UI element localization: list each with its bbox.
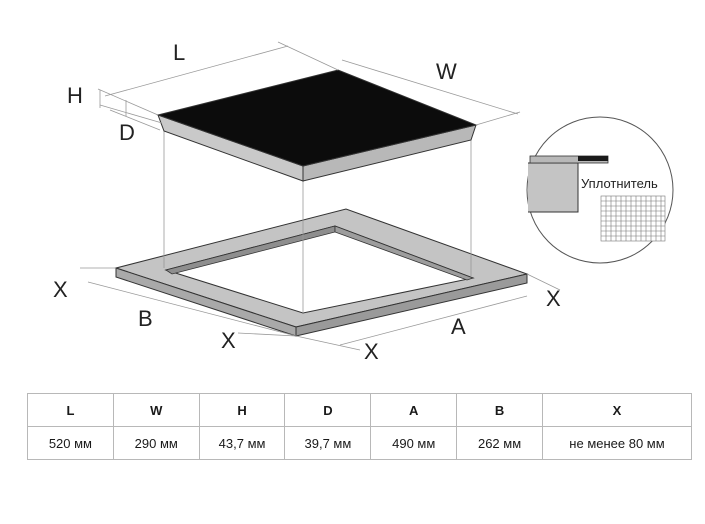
value-H: 43,7 мм (198, 426, 286, 460)
dimension-lines (80, 41, 561, 351)
label-D: D (119, 120, 135, 145)
header-X: X (542, 393, 692, 427)
sealant-label: Уплотнитель (581, 176, 658, 191)
label-X-bottom-right: X (364, 339, 379, 364)
table-header-row: L W H D A B X (27, 393, 692, 427)
label-A: A (451, 314, 466, 339)
header-B: B (456, 393, 543, 427)
label-X-left: X (53, 277, 68, 302)
label-B: B (138, 306, 153, 331)
value-B: 262 мм (456, 426, 543, 460)
sealant-mesh-icon (600, 195, 666, 242)
value-L: 520 мм (27, 426, 114, 460)
dimensions-table: L W H D A B X 520 мм 290 мм 43,7 мм 39,7… (27, 393, 692, 460)
value-D: 39,7 мм (284, 426, 372, 460)
label-X-right: X (546, 286, 561, 311)
label-W: W (436, 59, 457, 84)
value-A: 490 мм (370, 426, 458, 460)
sealant-callout: Уплотнитель (526, 116, 674, 264)
header-L: L (27, 393, 114, 427)
value-W: 290 мм (112, 426, 200, 460)
label-L: L (173, 40, 185, 65)
header-W: W (112, 393, 200, 427)
hob-glass-top (156, 69, 478, 167)
installation-diagram: Уплотнитель L W H D X B X X A X (53, 40, 674, 364)
header-A: A (370, 393, 458, 427)
header-D: D (284, 393, 372, 427)
table-row: 520 мм 290 мм 43,7 мм 39,7 мм 490 мм 262… (27, 426, 692, 460)
value-X: не менее 80 мм (542, 426, 692, 460)
label-H: H (67, 83, 83, 108)
label-X-bottom-left: X (221, 328, 236, 353)
header-H: H (198, 393, 286, 427)
projection-lines (163, 131, 472, 313)
hob-3d (156, 69, 478, 182)
countertop-cutout (114, 208, 529, 337)
